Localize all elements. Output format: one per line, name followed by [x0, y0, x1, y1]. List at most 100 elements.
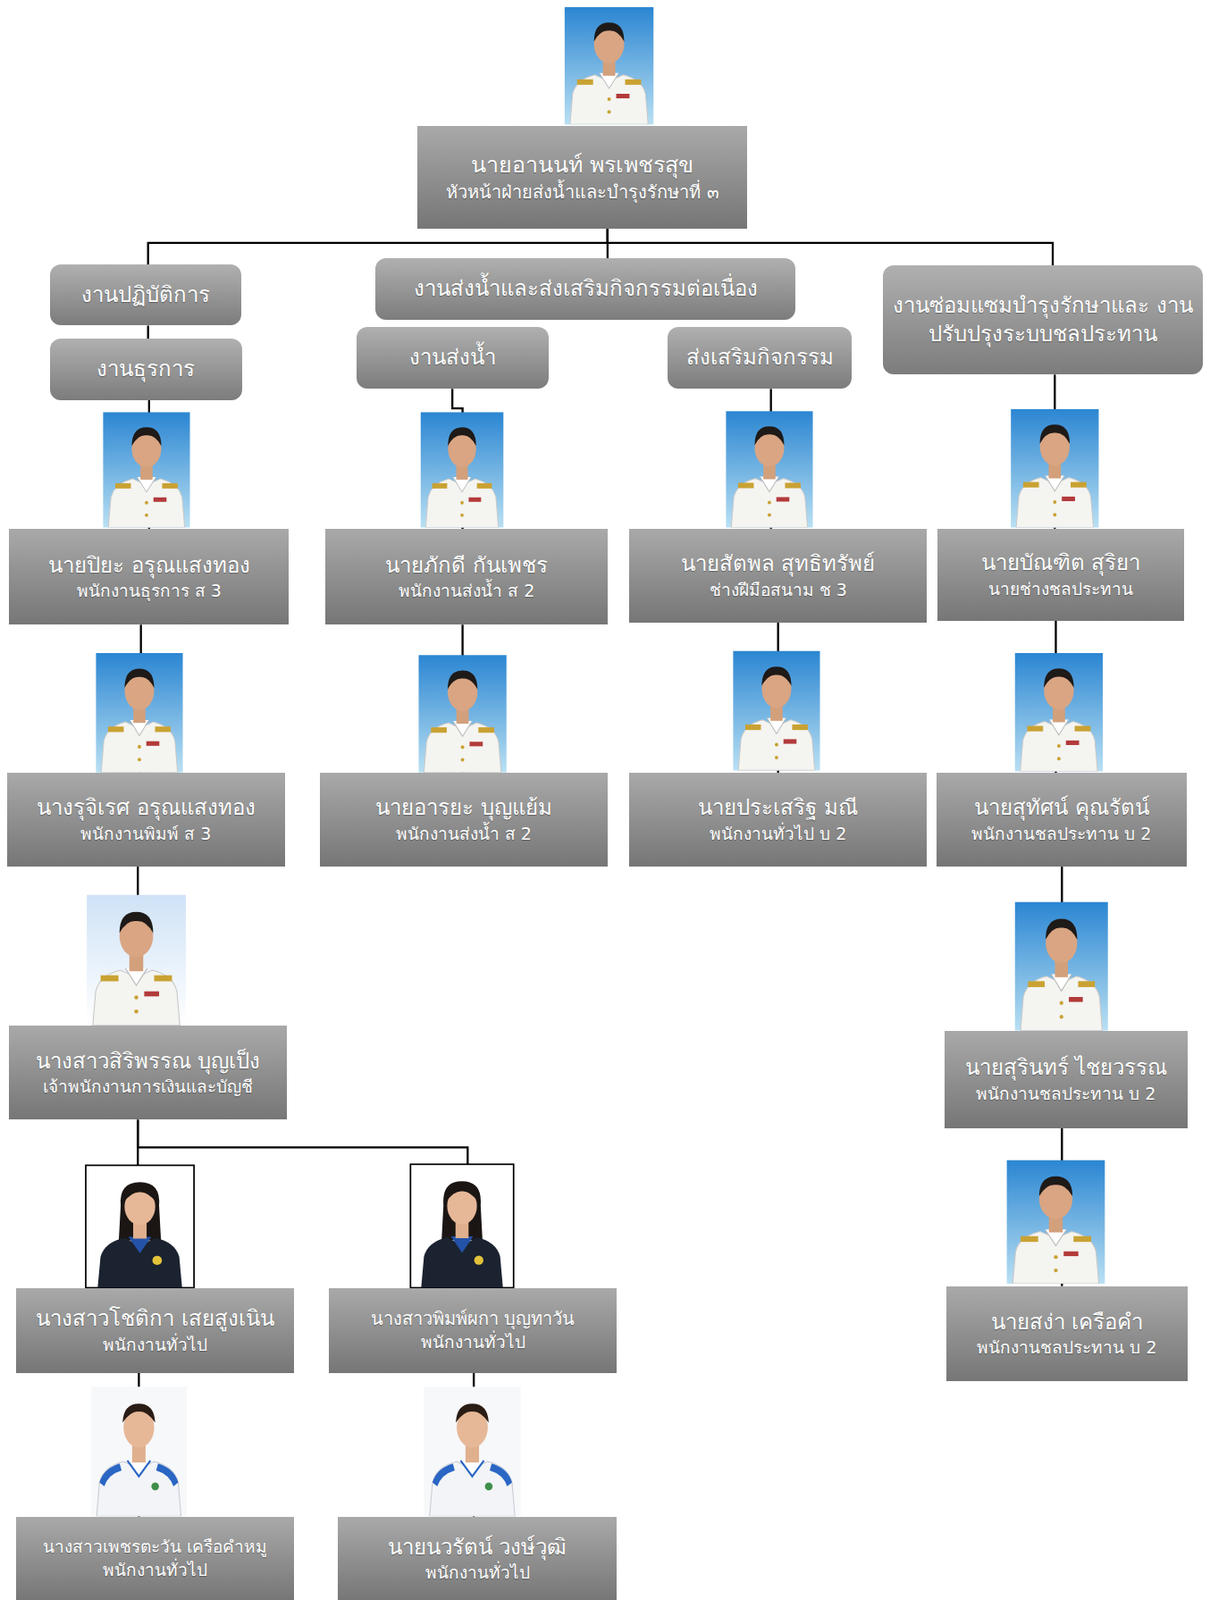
person: [1020, 668, 1098, 772]
photo-bg: [725, 411, 813, 528]
position-title: พนักงานชลประทาน บ 2: [971, 823, 1152, 847]
person-box: นายบัณฑิต สุริยานายช่างชลประทาน: [937, 529, 1185, 622]
section-box: งานส่งน้ำ: [356, 327, 549, 390]
person-box: นายอานนท์ พรเพชรสุขหัวหน้าฝ่ายส่งน้ำและบ…: [417, 126, 748, 229]
position-title: พนักงานส่งน้ำ ส 2: [395, 823, 532, 847]
person-box: นายสุรินทร์ ไชยวรรณพนักงานชลประทาน บ 2: [944, 1031, 1188, 1129]
photo: [86, 895, 186, 1026]
position-title: พนักงานทั่วไป: [102, 1559, 208, 1583]
photo-bg: [86, 895, 186, 1026]
photo: [564, 7, 654, 125]
person: [1020, 919, 1103, 1032]
photo-bg: [1007, 1160, 1106, 1285]
position-title: พนักงานทั่วไป: [425, 1562, 530, 1586]
photo-bg: [1015, 902, 1109, 1032]
position-title: พนักงานพิมพ์ ส 3: [80, 823, 211, 847]
person-name: นายสุรินทร์ ไชยวรรณ: [965, 1053, 1168, 1083]
photo: [91, 1386, 187, 1517]
position-title: พนักงานทั่วไป: [420, 1331, 526, 1355]
person-name: นายสง่า เครือคำ: [991, 1308, 1144, 1337]
position-title: หัวหน้าฝ่ายส่งน้ำและบำรุงรักษาที่ ๓: [445, 180, 719, 205]
photo: [1007, 1160, 1106, 1285]
photo-bg: [85, 1165, 194, 1288]
photo-bg: [1015, 653, 1103, 772]
section-box: งานซ่อมแซมบำรุงรักษาและ งานปรับปรุงระบบช…: [882, 265, 1203, 375]
photo-bg: [410, 1164, 513, 1288]
person: [100, 668, 177, 773]
person: [420, 1181, 504, 1288]
person: [423, 670, 501, 773]
person: [92, 912, 181, 1026]
person-name: นายปิยะ อรุณแสงทอง: [48, 551, 251, 580]
person-name: นายภักดี กันเพชร: [385, 551, 548, 580]
person: [429, 1403, 516, 1517]
person-box: นายภักดี กันเพชรพนักงานส่งน้ำ ส 2: [325, 529, 607, 625]
photo: [410, 1164, 513, 1288]
section-title: งานธุรการ: [96, 354, 195, 384]
person: [570, 22, 648, 125]
person-name: นางสาวโชติกา เสยสูงเนิน: [35, 1304, 275, 1334]
person-name: นายประเสริฐ มณี: [697, 793, 858, 823]
photo-bg: [420, 411, 505, 528]
person-box: นายประเสริฐ มณีพนักงานทั่วไป บ 2: [629, 773, 928, 867]
photo: [1010, 409, 1099, 528]
person-name: นายสุทัศน์ คุณรัตน์: [974, 793, 1150, 823]
person-box: นายอารยะ บุญแย้มพนักงานส่งน้ำ ส 2: [319, 773, 608, 867]
section-box: งานส่งน้ำและส่งเสริมกิจกรรมต่อเนื่อง: [375, 258, 796, 320]
person: [731, 426, 807, 528]
photo-bg: [423, 1386, 521, 1517]
photo: [1015, 902, 1109, 1032]
position-title: ช่างฝีมือสนาม ช 3: [709, 579, 848, 603]
person-box: นางสาวสิริพรรณ บุญเป็งเจ้าพนักงานการเงิน…: [8, 1025, 287, 1120]
person-name: นายบัณฑิต สุริยา: [981, 548, 1142, 578]
position-title: พนักงานส่งน้ำ ส 2: [398, 579, 535, 604]
photo: [95, 653, 183, 774]
photo-bg: [95, 653, 183, 774]
person: [96, 1403, 182, 1517]
person: [425, 427, 498, 528]
section-title: งานปฏิบัติการ: [81, 280, 211, 310]
person-name: นางรุจิเรศ อรุณแสงทอง: [36, 793, 256, 823]
photo: [423, 1386, 521, 1517]
section-title: ส่งเสริมกิจกรรม: [686, 343, 834, 372]
person-name: นายสัตพล สุทธิทรัพย์: [680, 549, 876, 579]
org-connector: [147, 325, 150, 339]
person-box: นายสัตพล สุทธิทรัพย์ช่างฝีมือสนาม ช 3: [629, 529, 928, 623]
person-box: นายนวรัตน์ วงษ์วุฒิพนักงานทั่วไป: [337, 1517, 617, 1600]
person-box: นางรุจิเรศ อรุณแสงทองพนักงานพิมพ์ ส 3: [7, 773, 286, 867]
section-title: งานส่งน้ำและส่งเสริมกิจกรรมต่อเนื่อง: [413, 274, 758, 303]
person: [97, 1182, 183, 1288]
photo-bg: [102, 411, 190, 528]
photo: [418, 655, 506, 773]
photo: [725, 411, 813, 528]
position-title: เจ้าพนักงานการเงินและบัญชี: [42, 1075, 253, 1100]
photo-bg: [418, 655, 506, 773]
section-title: งานส่งน้ำ: [409, 343, 496, 372]
person-name: นางสาวพิมพ์ผกา บุญทาวัน: [370, 1307, 575, 1332]
position-title: พนักงานทั่วไป บ 2: [709, 823, 847, 847]
person-name: นางสาวสิริพรรณ บุญเป็ง: [35, 1047, 261, 1076]
position-title: พนักงานธุรการ ส 3: [76, 579, 222, 604]
person: [738, 666, 815, 771]
photo-bg: [1010, 409, 1099, 528]
person-box: นางสาวพิมพ์ผกา บุญทาวันพนักงานทั่วไป: [328, 1288, 617, 1374]
person-name: นายนวรัตน์ วงษ์วุฒิ: [387, 1533, 568, 1563]
photo: [420, 411, 505, 528]
person: [1016, 424, 1093, 528]
position-title: พนักงานชลประทาน บ 2: [976, 1336, 1157, 1361]
photo-bg: [732, 651, 820, 772]
position-title: พนักงานชลประทาน บ 2: [975, 1083, 1156, 1107]
photo: [85, 1165, 194, 1288]
section-box: งานธุรการ: [50, 338, 243, 401]
person-name: นายอารยะ บุญแย้ม: [375, 793, 553, 823]
section-title: งานซ่อมแซมบำรุงรักษาและ งานปรับปรุงระบบช…: [891, 291, 1194, 350]
section-box: งานปฏิบัติการ: [50, 264, 242, 327]
photo-bg: [91, 1386, 187, 1517]
person: [108, 427, 185, 528]
person-box: นายสุทัศน์ คุณรัตน์พนักงานชลประทาน บ 2: [936, 773, 1187, 867]
photo-bg: [564, 7, 654, 125]
person: [1012, 1176, 1100, 1285]
photo: [732, 651, 820, 772]
